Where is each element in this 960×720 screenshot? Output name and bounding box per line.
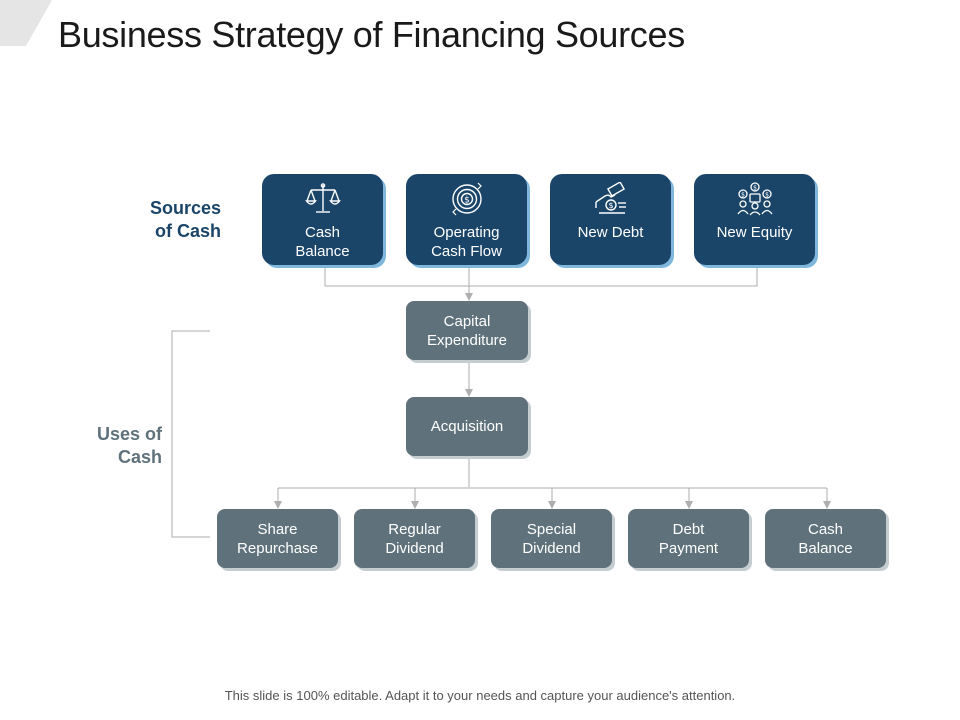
svg-text:$: $ [741,192,745,199]
source-box-operating-cash-flow: $ Operating Cash Flow [406,174,527,265]
svg-text:$: $ [753,185,757,192]
acquisition-box: Acquisition [406,397,528,456]
use-box-debt-payment: Debt Payment [628,509,749,568]
source-box-new-equity: $ $ $ New Equity [694,174,815,265]
footer-note: This slide is 100% editable. Adapt it to… [224,688,736,703]
source-box-cash-balance: Cash Balance [262,174,383,265]
use-box-share-repurchase: Share Repurchase [217,509,338,568]
equity-group-icon: $ $ $ [736,182,773,216]
svg-text:$: $ [464,196,470,206]
source-box-new-debt: $ New Debt [550,174,671,265]
hand-money-icon: $ [594,182,626,214]
svg-text:$: $ [765,192,769,199]
use-box-regular-dividend: Regular Dividend [354,509,475,568]
use-box-special-dividend: Special Dividend [491,509,612,568]
use-box-cash-balance: Cash Balance [765,509,886,568]
page-title: Business Strategy of Financing Sources [58,14,685,55]
dollar-cycle-icon: $ [451,182,482,216]
capital-expenditure-box: Capital Expenditure [406,301,528,360]
scales-icon [304,183,341,213]
svg-text:$: $ [608,201,613,210]
corner-accent-shape [0,0,52,46]
